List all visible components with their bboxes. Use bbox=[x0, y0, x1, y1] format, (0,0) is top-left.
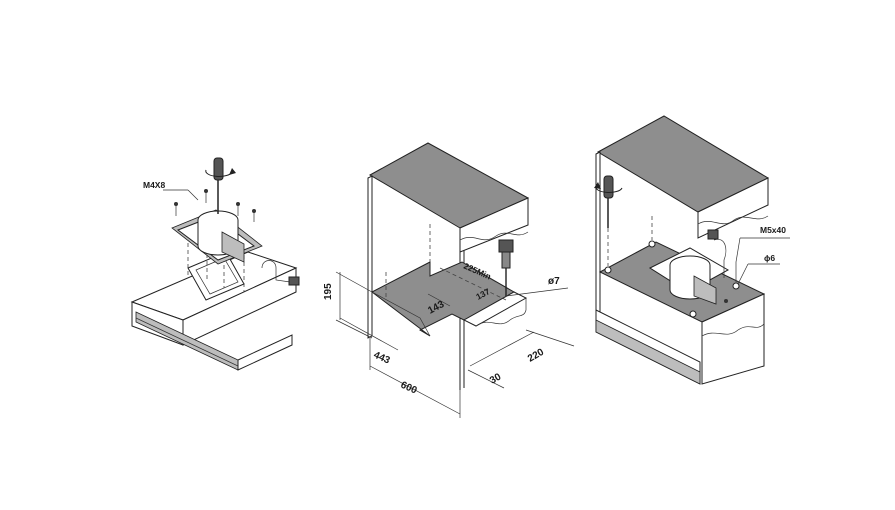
screw-spec-right: M5x40 bbox=[760, 225, 786, 235]
cabinet-bottom-front-right bbox=[701, 293, 765, 385]
dim-line-225 bbox=[461, 261, 497, 283]
cabinet-bottom-panel bbox=[371, 261, 516, 337]
plug-icon-right bbox=[707, 229, 719, 240]
screw-set-left bbox=[174, 189, 256, 222]
dim-line-220 bbox=[469, 331, 535, 367]
dim-label-195: 195 bbox=[323, 283, 334, 300]
screwdriver-icon bbox=[205, 157, 236, 214]
dim-label-443: 443 bbox=[372, 350, 392, 367]
hood-strip-side bbox=[237, 334, 293, 371]
screw-spec-left: M4X8 bbox=[143, 180, 165, 190]
cabinet-left-side-right bbox=[595, 151, 601, 317]
cabinet-cutout-figure: 195 443 600 143 225Min 137 ø7 30 220 bbox=[323, 142, 575, 418]
dim-line-443 bbox=[339, 317, 399, 351]
plug-icon bbox=[288, 276, 300, 286]
dim-label-220: 220 bbox=[526, 347, 546, 365]
dim-label-hole: ø7 bbox=[548, 276, 560, 287]
power-cord bbox=[261, 260, 291, 283]
hood-front-strip-right bbox=[595, 319, 701, 385]
dim-label-30: 30 bbox=[488, 371, 504, 386]
screw-set-right bbox=[604, 216, 740, 318]
dim-line-600 bbox=[369, 365, 461, 415]
cabinet-left-side bbox=[367, 175, 373, 339]
installed-hood-figure: M5x40 ϕ6 bbox=[594, 115, 790, 385]
cabinet-top-front-right bbox=[697, 177, 769, 239]
hood-assembly-figure: M4X8 bbox=[130, 157, 300, 371]
screwdriver-icon-right bbox=[594, 175, 623, 228]
dim-label-600: 600 bbox=[399, 380, 419, 397]
dim-line-143 bbox=[427, 293, 451, 307]
hole-spec-right: ϕ6 bbox=[764, 253, 775, 263]
drill-icon bbox=[498, 239, 514, 296]
dim-line-30 bbox=[467, 369, 505, 389]
